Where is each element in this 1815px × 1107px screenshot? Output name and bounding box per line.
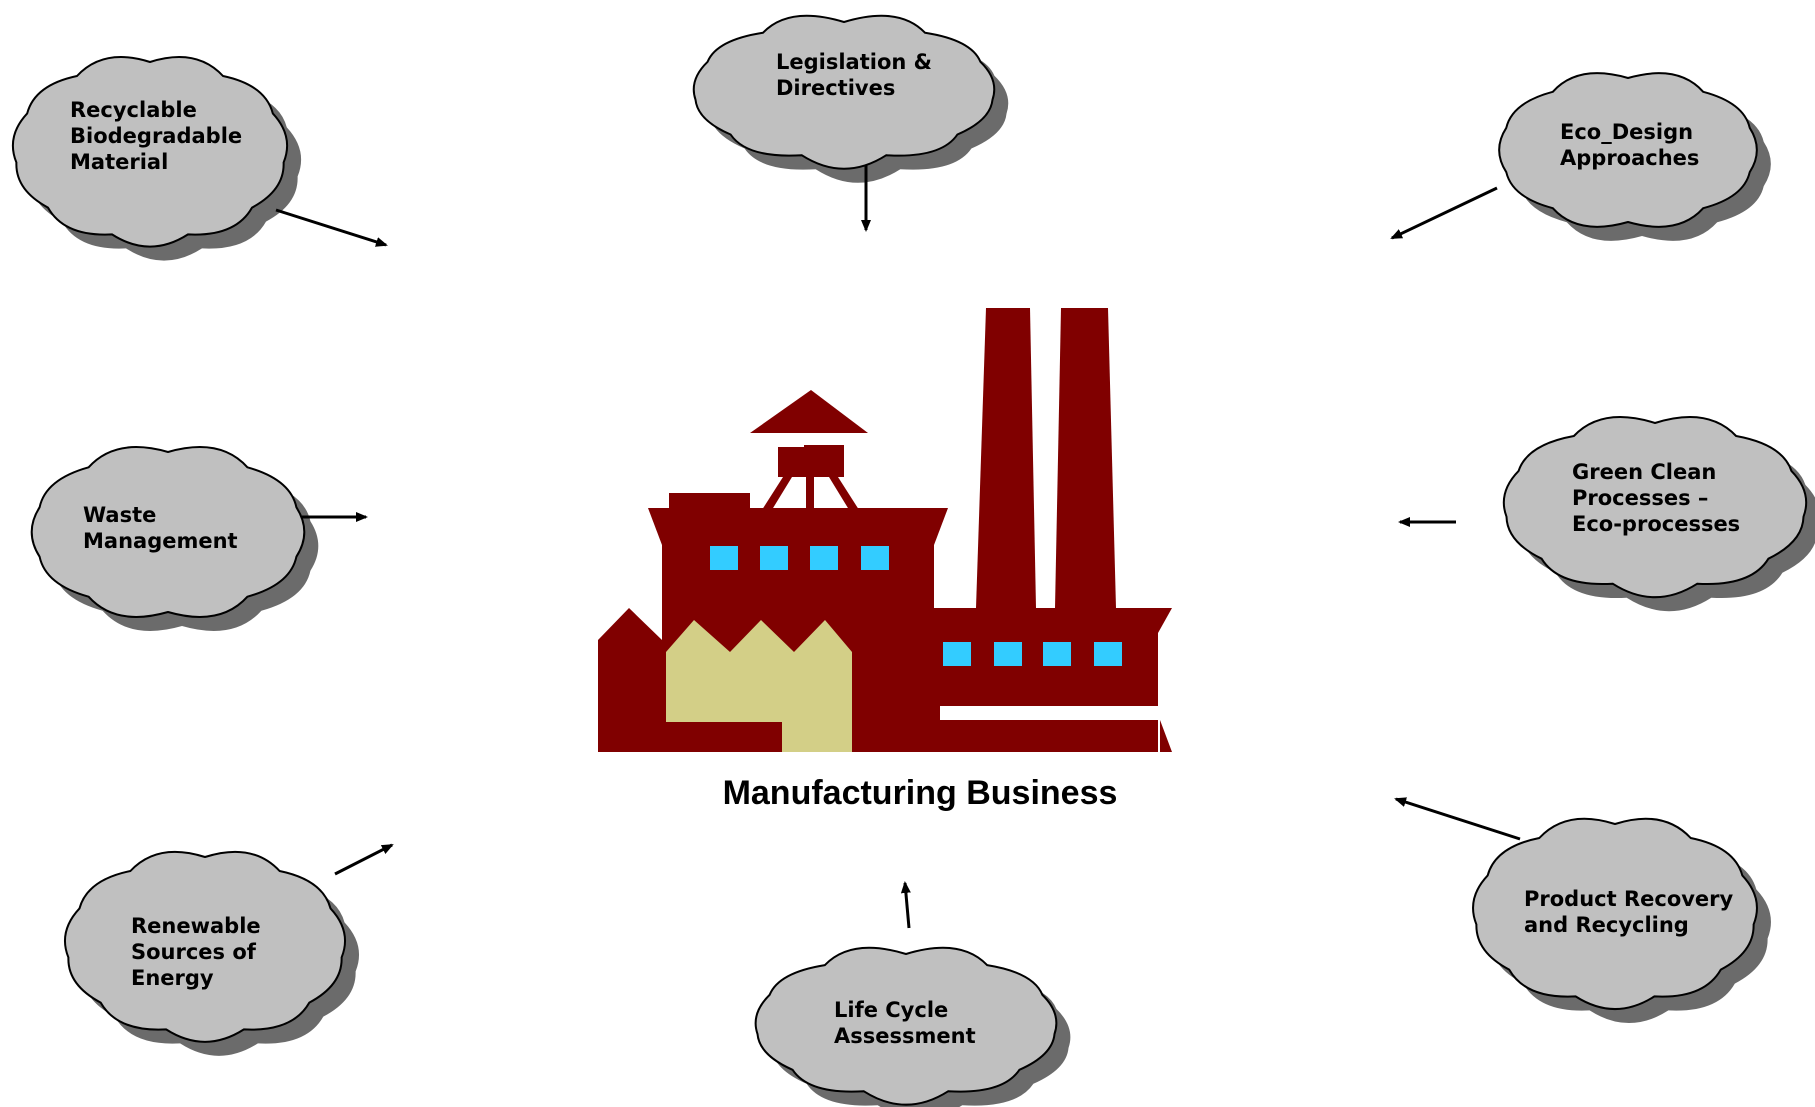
cloud-body <box>692 14 996 170</box>
cloud-body <box>1472 817 1758 1011</box>
cloud-body <box>11 56 289 248</box>
arrow-life-cycle <box>900 881 911 929</box>
cloud-product-recovery <box>1472 817 1771 1024</box>
arrow-recyclable <box>275 208 388 247</box>
window <box>810 546 838 570</box>
cloud-green <box>1502 416 1815 612</box>
cloud-body <box>1498 72 1758 228</box>
cloud-legislation <box>692 14 1009 183</box>
window <box>994 642 1022 666</box>
cloud-life-cycle <box>754 946 1071 1107</box>
window <box>760 546 788 570</box>
window <box>943 642 971 666</box>
cloud-recyclable <box>11 56 302 261</box>
window <box>710 546 738 570</box>
diagram-title: Manufacturing Business <box>722 774 1118 812</box>
arrow-eco-design <box>1390 186 1498 240</box>
cloud-label-legislation: Legislation &Directives <box>776 50 932 100</box>
cloud-waste <box>30 446 319 631</box>
window <box>861 546 889 570</box>
factory-icon <box>598 308 1172 752</box>
cloud-body <box>1502 416 1808 599</box>
cloud-body <box>30 446 306 618</box>
cloud-renewable <box>64 850 360 1056</box>
arrow-product-recovery <box>1394 797 1521 841</box>
cloud-eco-design <box>1498 72 1771 241</box>
window <box>1094 642 1122 666</box>
arrow-renewable <box>334 843 394 876</box>
window <box>1043 642 1071 666</box>
cloud-body <box>754 946 1058 1106</box>
cloud-body <box>64 850 346 1043</box>
